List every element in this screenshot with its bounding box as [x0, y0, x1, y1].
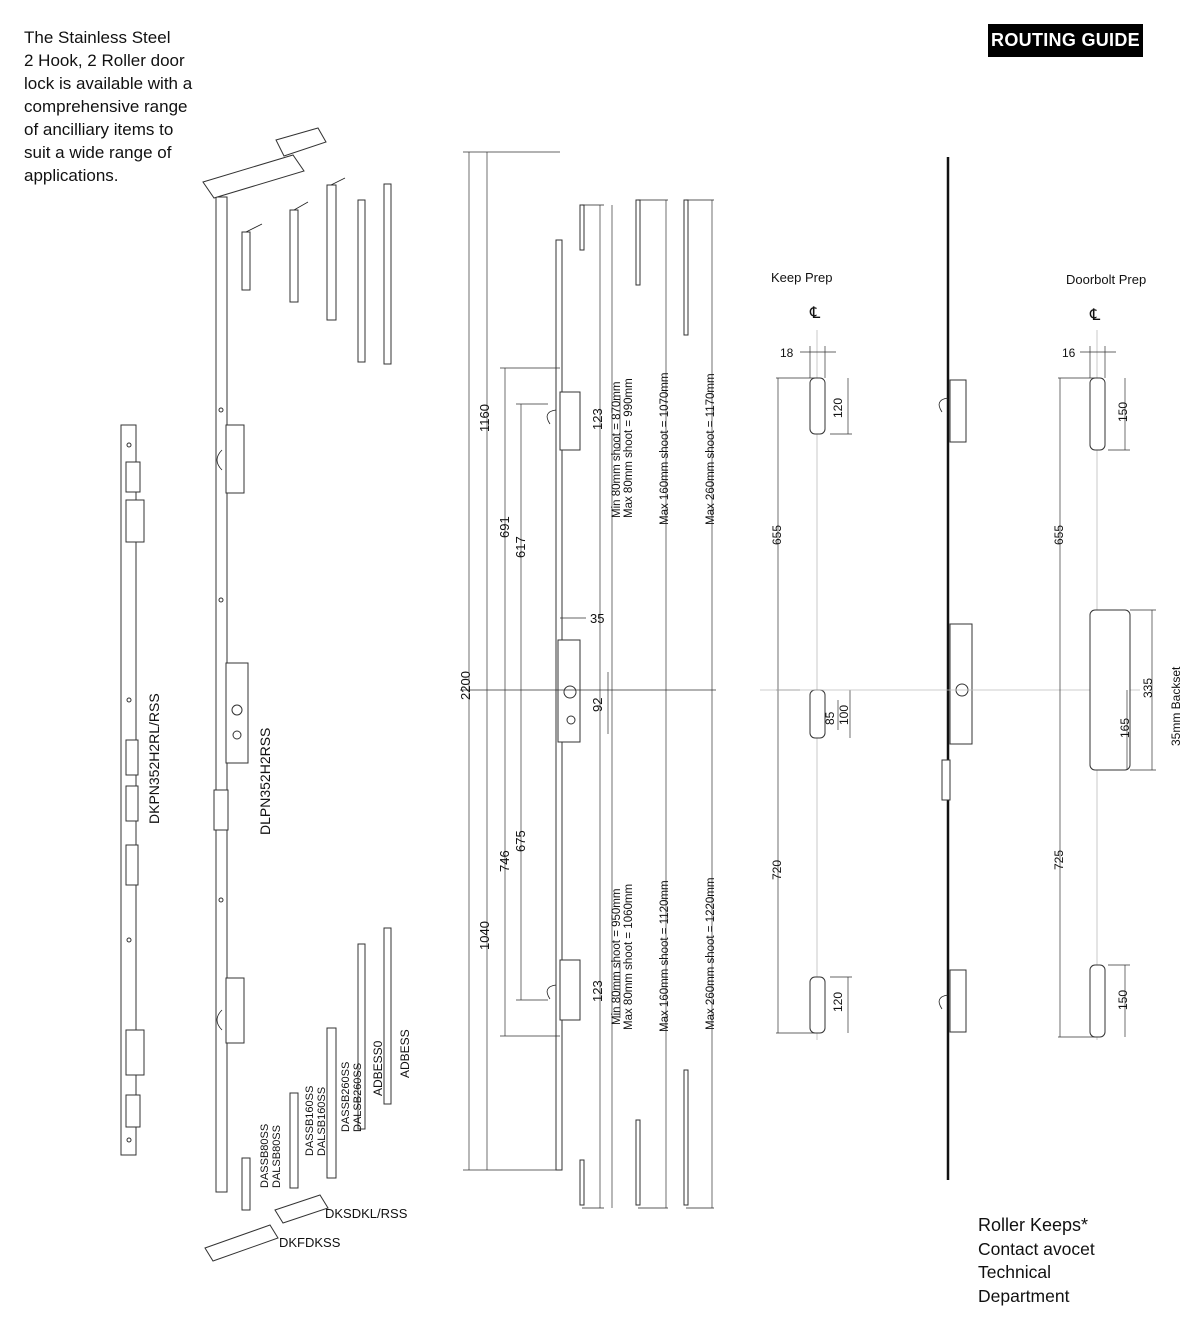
keep-prep-100: 100 — [837, 705, 851, 725]
shoot-top-1: Min 80mm shoot = 870mm — [611, 382, 623, 518]
doorbolt-prep-725: 725 — [1052, 850, 1066, 870]
keep-strip-part — [120, 424, 145, 1156]
doorbolt-prep-drawing — [760, 330, 1156, 1040]
ext-80-label-a: DASSB80SS — [259, 1124, 271, 1188]
dimensioned-elevation — [460, 151, 716, 1209]
ext-160-label-a: DASSB160SS — [304, 1086, 316, 1156]
dim-123-bottom: 123 — [590, 980, 605, 1002]
roller-keeps-note: Roller Keeps* Contact avocet Technical D… — [978, 1214, 1178, 1308]
dim-617: 617 — [513, 536, 528, 558]
dim-upper-1160: 1160 — [477, 404, 492, 432]
doorbolt-prep-cl: ℄ — [1089, 307, 1101, 324]
doorbolt-prep-title: Doorbolt Prep — [1066, 272, 1146, 287]
dim-overall-2200: 2200 — [458, 671, 473, 700]
keep-prep-w18: 18 — [780, 346, 794, 360]
dim-746: 746 — [497, 850, 512, 872]
ext-80-label-b: DALSB80SS — [271, 1125, 283, 1188]
shoot-bottom-4: Max 260mm shoot = 1220mm — [705, 878, 717, 1030]
flush-keep-a-part — [274, 1194, 329, 1224]
shoot-notes-bottom: Min 80mm shoot = 950mm Max 80mm shoot = … — [611, 878, 717, 1032]
roller-keeps-contact: Contact avocet Technical Department — [978, 1238, 1095, 1306]
keep-prep-cl: ℄ — [809, 305, 821, 322]
dim-123-top: 123 — [590, 408, 605, 430]
flush-keep-b-label: DKFDKSS — [279, 1235, 341, 1250]
doorbolt-prep-150-top: 150 — [1116, 402, 1130, 422]
shoot-top-2: Max 80mm shoot = 990mm — [623, 378, 635, 518]
dim-92: 92 — [590, 698, 605, 712]
keep-prep-drawing — [776, 330, 852, 1040]
keep-prep-85: 85 — [823, 711, 837, 725]
adaptor-label-b: ADBESS — [398, 1029, 412, 1078]
keep-prep-title: Keep Prep — [771, 270, 832, 285]
ext-160-label-b: DALSB160SS — [316, 1087, 328, 1156]
shoot-bottom-1: Min 80mm shoot = 950mm — [611, 889, 623, 1025]
keep-prep-720: 720 — [770, 860, 784, 880]
doorbolt-prep-655: 655 — [1052, 525, 1066, 545]
shoot-bottom-3: Max 160mm shoot = 1120mm — [659, 880, 671, 1032]
keep-prep-655: 655 — [770, 525, 784, 545]
doorbolt-prep-150-bottom: 150 — [1116, 990, 1130, 1010]
doorbolt-prep-backset: 35mm Backset — [1169, 666, 1183, 746]
exploded-components: DKPN352H2RL/RSS DLPN352H2RSS — [120, 127, 412, 1262]
keep-prep-120-bottom: 120 — [831, 992, 845, 1012]
roller-keeps-title: Roller Keeps* — [978, 1215, 1089, 1235]
side-view-lock — [938, 157, 973, 1180]
lock-body-part — [202, 127, 327, 1193]
routing-guide-badge: ROUTING GUIDE — [988, 24, 1143, 57]
lock-body-label: DLPN352H2RSS — [257, 728, 273, 835]
doorbolt-prep-165: 165 — [1118, 718, 1132, 738]
dim-675: 675 — [513, 830, 528, 852]
top-extension-rods — [241, 177, 392, 365]
intro-text: The Stainless Steel 2 Hook, 2 Roller doo… — [24, 28, 193, 185]
ext-260-label-a: DASSB260SS — [340, 1062, 352, 1132]
bottom-extension-rods — [241, 927, 392, 1211]
flush-keep-b-part — [204, 1224, 279, 1262]
ext-260-label-b: DALSB260SS — [352, 1063, 364, 1132]
shoot-top-3: Max 160mm shoot = 1070mm — [659, 373, 671, 525]
shoot-notes-top: Min 80mm shoot = 870mm Max 80mm shoot = … — [611, 373, 717, 525]
doorbolt-prep-335: 335 — [1141, 678, 1155, 698]
keep-strip-label: DKPN352H2RL/RSS — [146, 693, 162, 824]
shoot-bottom-2: Max 80mm shoot = 1060mm — [623, 884, 635, 1030]
adaptor-label-a: ADBESS0 — [371, 1040, 385, 1096]
dim-691: 691 — [497, 516, 512, 538]
doorbolt-prep-w16: 16 — [1062, 346, 1076, 360]
keep-prep-120-top: 120 — [831, 398, 845, 418]
flush-keep-a-label: DKSDKL/RSS — [325, 1206, 408, 1221]
shoot-top-4: Max 260mm shoot = 1170mm — [705, 373, 717, 525]
dim-35: 35 — [590, 611, 604, 626]
dim-lower-1040: 1040 — [477, 921, 492, 950]
